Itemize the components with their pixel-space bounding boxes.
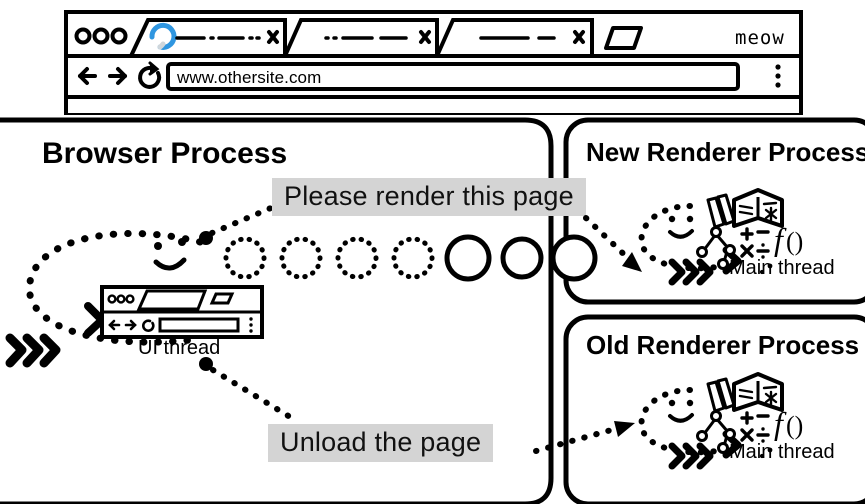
function-notation-icon: f () xyxy=(774,405,803,441)
tab-2[interactable] xyxy=(281,18,439,58)
old-renderer-thread-label: Main thread xyxy=(729,441,835,463)
loop-arrowhead-icon xyxy=(84,302,106,337)
ipc-circle-dotted-1 xyxy=(223,236,267,280)
ui-thread-group xyxy=(5,230,264,368)
dotted-loop-icon xyxy=(25,230,204,346)
tab-1-close-icon[interactable] xyxy=(267,30,279,44)
ipc-circle-solid-1 xyxy=(444,234,492,282)
new-renderer-thread-group: f () xyxy=(638,188,803,286)
chevron-speed-icon xyxy=(668,442,714,470)
new-renderer-process-title: New Renderer Process xyxy=(586,137,865,167)
tab-1[interactable] xyxy=(127,18,287,58)
tab-3[interactable] xyxy=(433,18,594,58)
new-tab-button[interactable] xyxy=(604,26,643,50)
connector-origin-dot-2 xyxy=(199,357,213,371)
browser-process-title: Browser Process xyxy=(42,137,288,170)
url-text[interactable]: www.othersite.com xyxy=(177,68,322,87)
pencils-icon xyxy=(706,193,736,229)
window-control-dots[interactable] xyxy=(74,27,128,45)
old-renderer-thread-group: f () xyxy=(638,372,803,470)
back-arrow-icon[interactable] xyxy=(78,67,97,85)
dotted-loop-icon xyxy=(638,203,737,272)
ipc-circle-dotted-3 xyxy=(335,236,379,280)
brand-label: meow xyxy=(735,27,785,49)
chevron-speed-icon xyxy=(668,258,714,286)
svg-text:(): () xyxy=(786,411,803,440)
dotted-loop-icon xyxy=(638,387,737,456)
smiley-face-icon xyxy=(668,399,694,423)
old-renderer-process-title: Old Renderer Process xyxy=(586,330,860,360)
ipc-circle-dotted-4 xyxy=(391,236,435,280)
dom-tree-icon xyxy=(696,226,736,270)
url-bar[interactable] xyxy=(166,62,740,91)
book-icon xyxy=(732,372,784,412)
book-icon xyxy=(732,188,784,228)
dom-tree-icon xyxy=(696,410,736,454)
smiley-face-icon xyxy=(668,215,694,239)
ui-thread-label: UI thread xyxy=(138,337,221,359)
new-renderer-thread-label: Main thread xyxy=(729,257,835,279)
three-dot-menu-icon[interactable] xyxy=(775,64,781,88)
unload-message-connector xyxy=(199,357,298,423)
forward-arrow-icon[interactable] xyxy=(108,67,127,85)
arrow-to-old-renderer xyxy=(533,421,635,454)
pencils-icon xyxy=(706,377,736,413)
function-notation-icon: f () xyxy=(774,221,803,257)
mini-browser-icon xyxy=(100,285,264,339)
ipc-circle-solid-2 xyxy=(500,236,544,280)
browser-window-mock xyxy=(64,10,803,115)
reload-icon[interactable] xyxy=(138,61,162,89)
render-message-connector xyxy=(199,199,288,245)
tab-loading-spinner-icon xyxy=(149,22,177,50)
ipc-message-circles xyxy=(223,234,598,282)
tab-3-close-icon[interactable] xyxy=(573,30,585,44)
message-label-unload: Unload the page xyxy=(268,424,494,463)
math-operators-icon xyxy=(740,227,773,275)
ipc-circle-solid-3 xyxy=(550,234,598,282)
tab-2-close-icon[interactable] xyxy=(419,30,431,44)
smiley-face-icon xyxy=(153,238,187,271)
arrow-to-new-renderer xyxy=(583,215,642,272)
message-label-render: Please render this page xyxy=(272,178,586,217)
chevron-speed-icon xyxy=(5,333,61,368)
svg-text:(): () xyxy=(786,227,803,256)
ipc-circle-dotted-2 xyxy=(279,236,323,280)
math-operators-icon xyxy=(740,411,773,459)
